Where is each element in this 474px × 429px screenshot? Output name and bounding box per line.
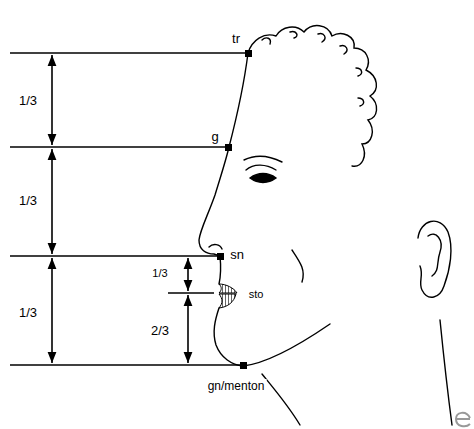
proportion-label: 1/3: [17, 193, 39, 208]
landmark-label: tr: [230, 31, 242, 46]
landmark-points: [217, 50, 252, 369]
lips: [219, 284, 237, 308]
landmark-label: g: [209, 129, 220, 144]
proportion-label: 1/3: [17, 305, 39, 320]
proportion-label: 2/3: [149, 323, 171, 338]
landmark-label: sn: [228, 247, 246, 262]
landmark-label: sto: [247, 288, 266, 301]
reference-lines: [10, 53, 246, 365]
profile: [199, 26, 452, 425]
landmark-label: gn/menton: [206, 379, 267, 393]
proportion-label: 1/3: [150, 267, 169, 280]
logo-mark: [456, 413, 470, 426]
proportion-label: 1/3: [17, 93, 39, 108]
